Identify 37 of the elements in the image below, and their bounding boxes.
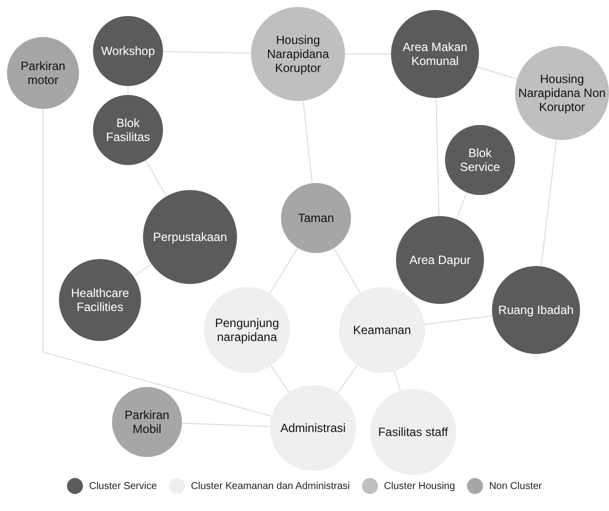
node-label: Perpustakaan xyxy=(152,230,228,244)
node-label: Workshop xyxy=(100,44,156,58)
node-label: Ruang Ibadah xyxy=(497,303,575,317)
connector-line xyxy=(42,108,272,417)
connector-line xyxy=(145,160,167,197)
node-label: Area Makan Komunal xyxy=(402,40,468,68)
connector-line xyxy=(456,192,468,220)
node-label: Parkiran Mobil xyxy=(124,408,170,436)
connector-line xyxy=(269,247,298,294)
node-label: Housing Narapidana Koruptor xyxy=(266,33,330,75)
connector-line xyxy=(162,51,252,54)
connector-line xyxy=(133,264,152,277)
connector-line xyxy=(540,139,557,267)
node-label: Pengunjung narapidana xyxy=(214,316,280,344)
node-label: Housing Narapidana Non Koruptor xyxy=(517,72,607,114)
legend-label: Non Cluster xyxy=(489,480,542,492)
connector-line xyxy=(476,66,518,80)
node-label: Blok Service xyxy=(458,146,501,174)
connector-line xyxy=(337,364,358,394)
connector-line xyxy=(333,248,361,294)
connector-line xyxy=(302,100,313,184)
connector-line xyxy=(394,370,401,392)
node-label: Parkiran motor xyxy=(20,59,66,87)
connector-line xyxy=(182,422,270,427)
node-label: Administrasi xyxy=(279,421,347,435)
connector-line xyxy=(436,98,440,216)
node-label: Blok Fasilitas xyxy=(104,116,151,144)
legend-label: Cluster Service xyxy=(89,480,157,492)
node-label: Healthcare Facilities xyxy=(70,286,130,314)
legend-label: Cluster Keamanan dan Administrasi xyxy=(190,480,350,492)
node-label: Taman xyxy=(296,211,336,225)
node-label: Fasilitas staff xyxy=(377,425,449,439)
connector-line xyxy=(424,315,493,325)
node-label: Area Dapur xyxy=(408,253,472,267)
node-label: Keamanan xyxy=(352,323,412,337)
connector-line xyxy=(270,365,290,393)
legend-label: Cluster Housing xyxy=(384,480,456,492)
